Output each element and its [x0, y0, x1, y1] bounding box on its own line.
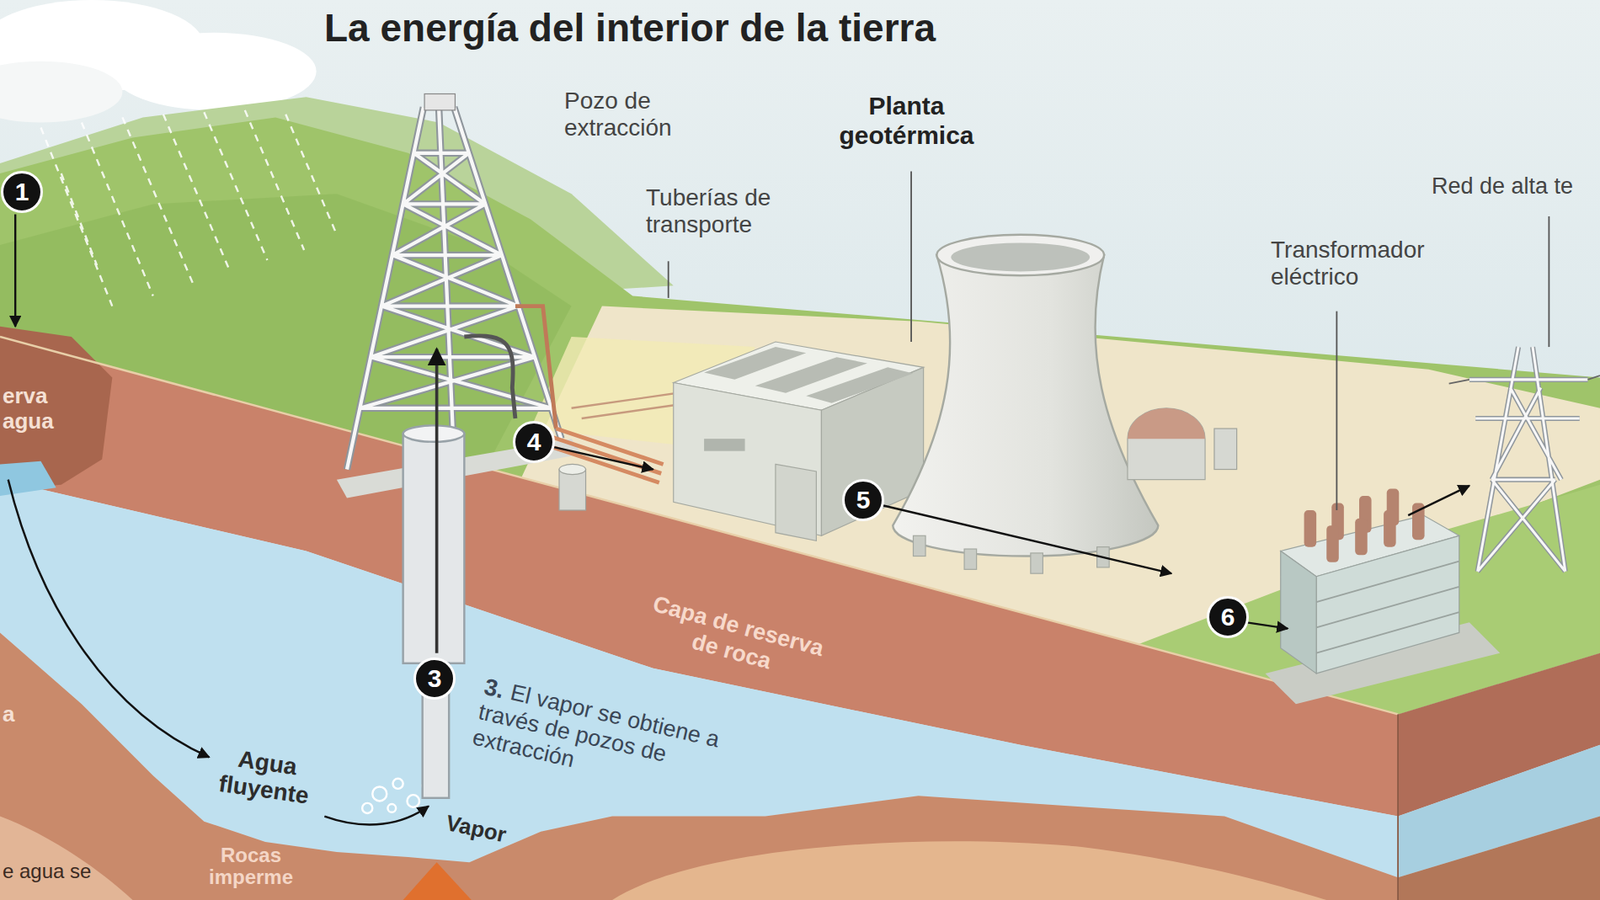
label-wrap: erva agua	[2, 384, 55, 435]
label-wrap: Rocas imperme	[183, 844, 319, 890]
part-label: e agua se	[2, 859, 91, 884]
part-label: a	[2, 702, 15, 728]
callout-number: 5	[842, 479, 885, 522]
label-wrap: Tuberías de transporte	[645, 184, 827, 239]
callout-number: 1	[0, 170, 43, 214]
callout-number: 4	[512, 421, 555, 464]
callout-number: 6	[1206, 596, 1249, 639]
part-label: erva agua	[2, 384, 55, 435]
callout-text: 4	[527, 429, 542, 455]
diagram-title: La energía del interior de la tierra	[324, 5, 936, 51]
part-label: Rocas imperme	[183, 844, 319, 890]
callout-text: 5	[856, 487, 871, 513]
label-wrap: Transformador eléctrico	[1270, 236, 1478, 291]
callout-text: 1	[15, 179, 30, 205]
part-label: Pozo de extracción	[564, 87, 712, 142]
label-wrap: Planta geotérmica	[816, 91, 998, 150]
callout-number: 3	[413, 657, 456, 700]
label-wrap: Pozo de extracción	[564, 87, 712, 142]
part-label: Planta geotérmica	[816, 91, 998, 150]
label-wrap: a	[2, 702, 15, 728]
part-label: Tuberías de transporte	[645, 184, 827, 239]
callout-text: 3	[427, 666, 443, 692]
label-wrap: e agua se	[2, 859, 91, 884]
part-label: Transformador eléctrico	[1270, 236, 1478, 291]
callout-text: 6	[1221, 604, 1236, 630]
part-label: Red de alta te	[1431, 173, 1574, 200]
label-wrap: Red de alta te	[1431, 173, 1574, 200]
title-wrap: La energía del interior de la tierra	[324, 5, 936, 51]
